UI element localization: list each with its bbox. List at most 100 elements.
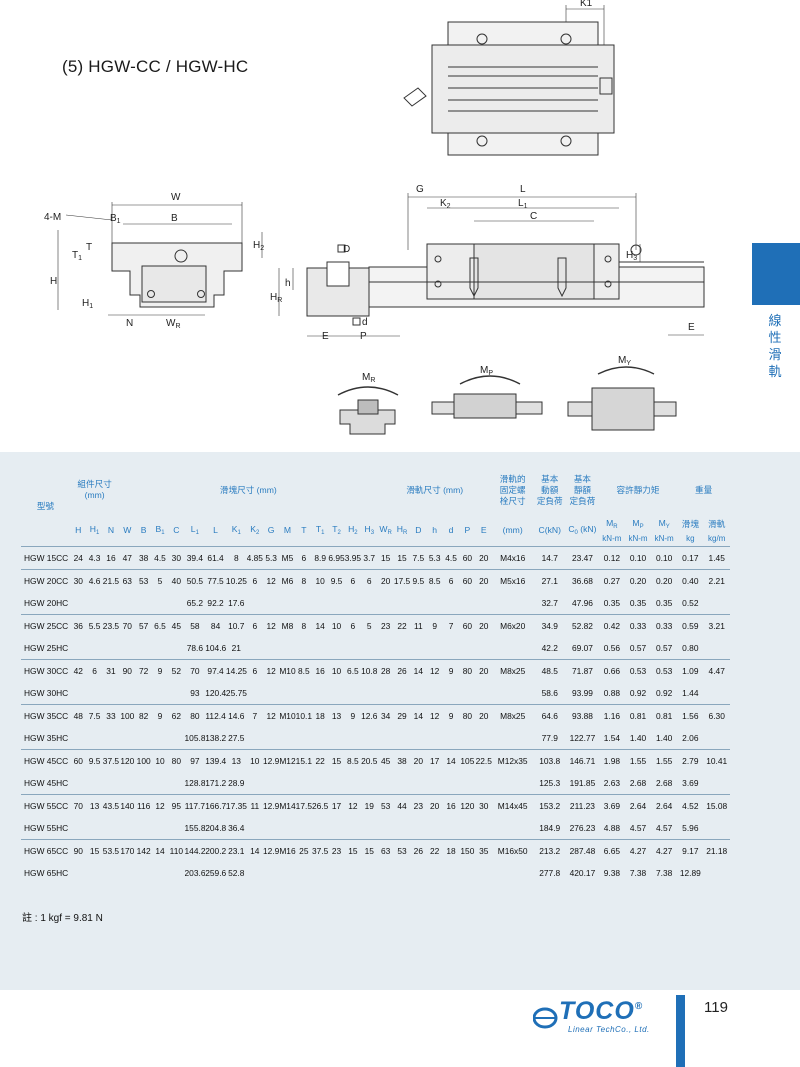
value-cell: 63	[377, 839, 394, 862]
value-cell: 5.3	[262, 546, 280, 570]
value-cell: 20	[475, 614, 492, 637]
value-cell: 70	[184, 659, 206, 682]
value-cell	[70, 817, 86, 840]
value-cell: 0.27	[598, 569, 625, 592]
value-cell: M4x16	[491, 546, 534, 570]
value-cell	[443, 817, 459, 840]
value-cell: 53	[393, 839, 411, 862]
value-cell: M10	[279, 704, 296, 727]
value-cell: 0.35	[629, 598, 647, 608]
value-cell: 3.7	[361, 546, 378, 570]
value-cell: 90	[70, 839, 87, 862]
value-cell: 1.45	[703, 546, 730, 570]
value-cell: 6.30	[703, 704, 730, 727]
value-cell: 26	[410, 839, 427, 862]
value-cell: 22	[393, 614, 411, 637]
value-cell: 105.8	[184, 733, 206, 743]
header-block: 滑塊尺寸 (mm)	[219, 484, 277, 495]
value-cell	[296, 682, 312, 705]
value-cell	[247, 862, 263, 884]
value-cell: 2.64	[651, 794, 678, 817]
value-cell: 125.3	[539, 778, 561, 788]
model-cell: HGW 35HC	[24, 733, 69, 743]
column-header: WR	[379, 524, 392, 536]
value-cell: 10	[328, 659, 345, 682]
value-cell	[377, 592, 393, 615]
value-cell: 60	[70, 749, 87, 772]
value-cell: 31	[102, 659, 120, 682]
value-cell: 4.27	[624, 839, 652, 862]
value-cell: M6	[279, 569, 296, 592]
column-header: K1	[231, 524, 241, 536]
value-cell: 22	[312, 749, 329, 772]
value-cell: 45	[377, 749, 394, 772]
value-cell: 166.7	[205, 794, 226, 817]
spec-table: 型號 組件尺寸 (mm) 滑塊尺寸 (mm) 滑軌尺寸 (mm) 滑軌的 固定螺…	[21, 466, 730, 884]
column-header: H	[75, 525, 82, 535]
value-cell: 100	[135, 749, 152, 772]
value-cell: 11	[410, 614, 427, 637]
column-header: L	[213, 525, 218, 535]
value-cell	[247, 682, 263, 705]
value-cell: M14	[279, 794, 296, 817]
value-cell: 60	[459, 569, 476, 592]
value-cell: 4.5	[151, 546, 169, 570]
value-cell: 117.7	[184, 794, 206, 817]
value-cell: 6	[295, 546, 312, 570]
value-cell: 6	[246, 614, 263, 637]
value-cell: 8	[225, 546, 247, 570]
label-l: L	[520, 184, 526, 195]
label-h3: H3	[626, 250, 637, 262]
value-cell: 1.09	[677, 659, 704, 682]
section-char: 線	[768, 314, 782, 329]
value-cell	[476, 817, 492, 840]
label-t1: T1	[72, 250, 82, 262]
value-cell: 13	[86, 794, 103, 817]
value-cell: 78.6	[186, 643, 204, 653]
value-cell: 17.35	[225, 794, 247, 817]
header-rail: 滑軌尺寸 (mm)	[406, 484, 464, 495]
value-cell: 17.6	[228, 598, 245, 608]
value-cell: 3.21	[703, 614, 730, 637]
value-cell	[345, 862, 361, 884]
column-header: C(kN)	[538, 525, 561, 535]
model-cell: HGW 45CC	[21, 749, 71, 772]
value-cell	[263, 817, 279, 840]
label-d: D	[343, 244, 350, 255]
value-cell: 82	[135, 704, 152, 727]
label-k2: K2	[440, 198, 451, 210]
value-cell: 80	[459, 704, 476, 727]
value-cell	[152, 592, 168, 615]
value-cell	[70, 772, 86, 795]
value-cell	[345, 727, 361, 750]
column-header: E	[480, 525, 487, 535]
value-cell: 24	[70, 546, 87, 570]
value-cell	[152, 772, 168, 795]
value-cell: 13	[225, 749, 247, 772]
value-cell: 12	[344, 794, 362, 817]
value-cell	[410, 817, 426, 840]
value-cell: 4.5	[442, 546, 460, 570]
value-cell	[703, 592, 730, 615]
value-cell: 1.56	[677, 704, 704, 727]
value-cell: 36	[70, 614, 87, 637]
value-cell	[296, 862, 312, 884]
value-cell: 9.38	[603, 868, 621, 878]
value-cell: 103.8	[533, 749, 567, 772]
value-cell	[410, 727, 426, 750]
value-cell: 69.07	[571, 643, 593, 653]
value-cell: 26	[393, 659, 411, 682]
value-cell	[119, 772, 135, 795]
value-cell: 128.8	[184, 778, 206, 788]
column-header: D	[415, 525, 422, 535]
value-cell	[296, 772, 312, 795]
value-cell: 37.5	[102, 749, 120, 772]
value-cell	[103, 817, 119, 840]
value-cell	[152, 682, 168, 705]
value-cell: 32.7	[541, 598, 558, 608]
value-cell	[443, 772, 459, 795]
value-cell: 9.5	[410, 569, 427, 592]
value-cell	[410, 637, 426, 660]
